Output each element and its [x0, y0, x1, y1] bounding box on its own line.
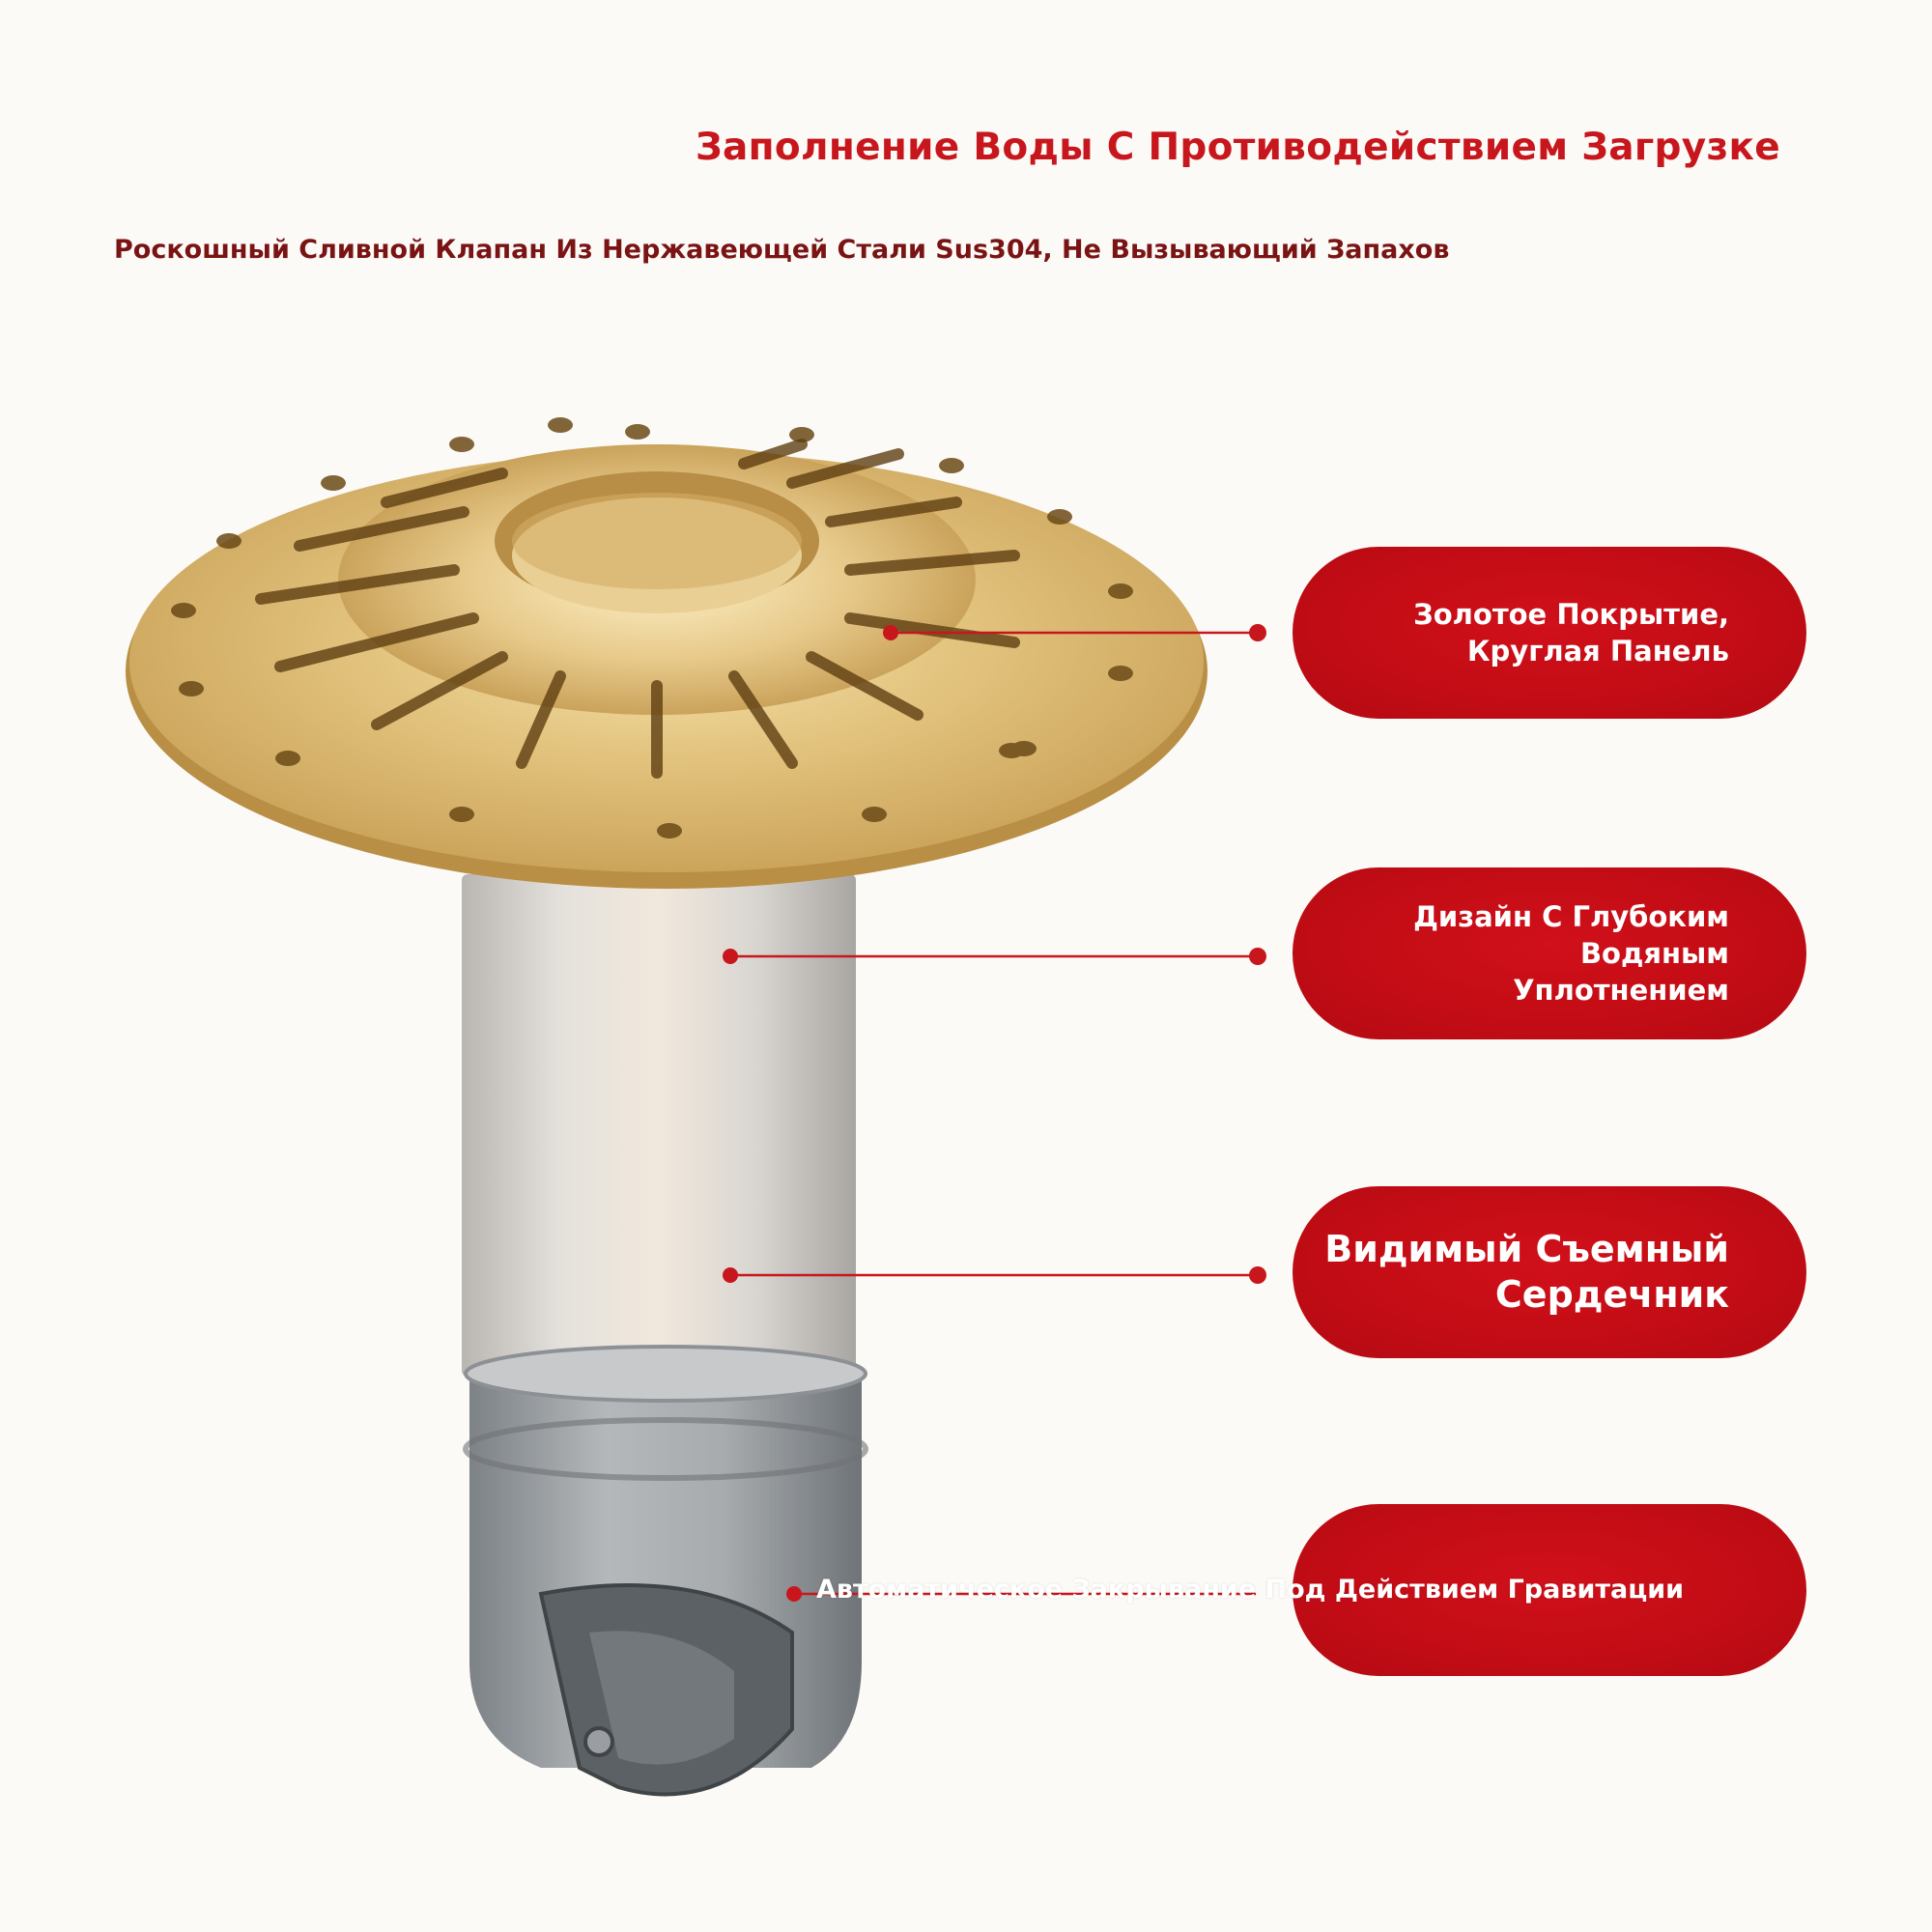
- page-title: Заполнение Воды С Противодействием Загру…: [696, 126, 1780, 169]
- feature-pill-removable-core: Видимый Съемный Сердечник: [1293, 1186, 1806, 1358]
- page-subtitle: Роскошный Сливной Клапан Из Нержавеющей …: [114, 235, 1450, 265]
- callout-dots: [723, 624, 1266, 1602]
- feature-label: Видимый Съемный Сердечник: [1324, 1227, 1729, 1317]
- seal-ring: [464, 1345, 867, 1403]
- feature-pill-gold-panel: Золотое Покрытие, Круглая Панель: [1293, 547, 1806, 719]
- radial-slots: [255, 439, 1020, 779]
- steel-body: [462, 874, 856, 1377]
- callout-lines: [730, 631, 1256, 1596]
- gravity-close-label: Автоматическое Закрывание Под Действием …: [816, 1575, 1685, 1605]
- feature-label: Дизайн С Глубоким Водяным Уплотнением: [1413, 899, 1729, 1008]
- outer-holes: [171, 417, 1133, 838]
- feature-label: Золотое Покрытие, Круглая Панель: [1413, 597, 1729, 668]
- feature-pill-gravity-close: [1293, 1504, 1806, 1676]
- feature-pill-water-seal: Дизайн С Глубоким Водяным Уплотнением: [1293, 867, 1806, 1039]
